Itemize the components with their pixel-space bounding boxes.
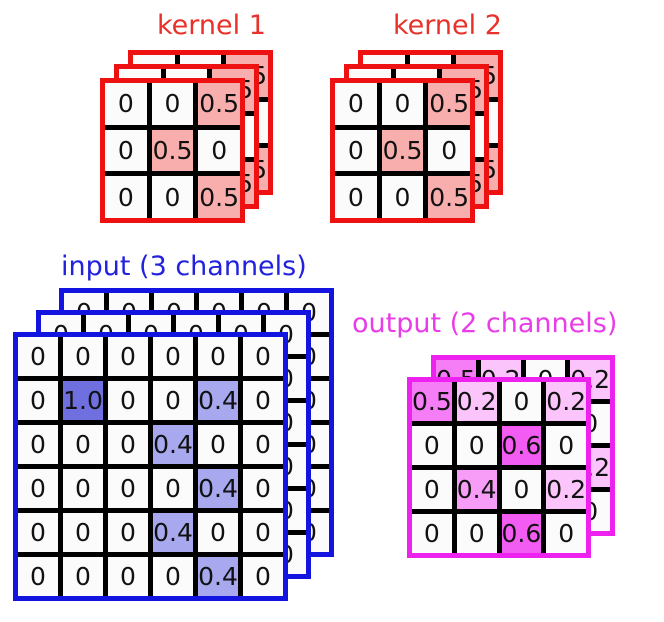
cell: 0.4	[198, 469, 238, 508]
cell: 0.5	[381, 129, 424, 172]
cell: 0	[381, 83, 424, 125]
cell: 0	[412, 470, 452, 509]
cell: 0	[153, 557, 193, 596]
cell: 0	[63, 337, 103, 376]
cell: 0	[243, 557, 283, 596]
cell: 0.6	[501, 514, 542, 553]
cell: 0	[108, 513, 148, 552]
cell: 0.6	[501, 426, 542, 465]
cell: 0	[108, 381, 148, 420]
cell: 0.5	[151, 129, 194, 172]
cell: 0	[18, 469, 58, 508]
kernel-1-title: kernel 1	[157, 10, 266, 41]
cell: 0.5	[198, 83, 240, 125]
cell: 0	[412, 514, 452, 553]
cell: 0.4	[198, 381, 238, 420]
cell: 0	[105, 176, 147, 218]
cell: 1.0	[63, 381, 103, 420]
cell: 0.5	[428, 176, 470, 218]
cell: 0	[428, 129, 470, 172]
cell: 0	[546, 426, 587, 465]
cell: 0	[335, 129, 377, 172]
cell: 0	[105, 129, 147, 172]
cell: 0	[18, 557, 58, 596]
cell: 0	[18, 425, 58, 464]
cell: 0	[243, 469, 283, 508]
cell: 0	[108, 337, 148, 376]
cell: 0.2	[456, 382, 497, 421]
cell: 0.2	[546, 470, 587, 509]
cell: 0.4	[153, 513, 193, 552]
cell: 0	[243, 425, 283, 464]
cell: 0.5	[412, 382, 452, 421]
cell: 0.2	[546, 382, 587, 421]
cell: 0	[412, 426, 452, 465]
cell: 0	[105, 83, 147, 125]
cell: 0	[456, 426, 497, 465]
cell: 0	[18, 513, 58, 552]
cell: 0	[335, 176, 377, 218]
cell: 0	[108, 557, 148, 596]
cell: 0	[151, 83, 194, 125]
output-title: output (2 channels)	[352, 308, 618, 339]
cell: 0.4	[198, 557, 238, 596]
cell: 0	[151, 176, 194, 218]
cell: 0	[63, 469, 103, 508]
cell: 0	[546, 514, 587, 553]
cell: 0	[335, 83, 377, 125]
cell: 0	[198, 129, 240, 172]
cell: 0	[153, 469, 193, 508]
cell: 0	[108, 469, 148, 508]
cell: 0	[63, 557, 103, 596]
cell: 0.4	[456, 470, 497, 509]
cell: 0	[198, 425, 238, 464]
cell: 0	[63, 513, 103, 552]
cell: 0	[198, 513, 238, 552]
cell: 0	[153, 337, 193, 376]
cell: 0	[501, 382, 542, 421]
cell: 0.4	[153, 425, 193, 464]
cell: 0	[456, 514, 497, 553]
cell: 0	[108, 425, 148, 464]
cell: 0	[18, 381, 58, 420]
cell: 0	[153, 381, 193, 420]
cell: 0	[63, 425, 103, 464]
cell: 0	[243, 337, 283, 376]
input-title: input (3 channels)	[61, 251, 307, 282]
cell: 0	[501, 470, 542, 509]
cell: 0	[243, 381, 283, 420]
cell: 0	[381, 176, 424, 218]
cell: 0.5	[198, 176, 240, 218]
cell: 0.5	[428, 83, 470, 125]
cell: 0	[18, 337, 58, 376]
cell: 0	[198, 337, 238, 376]
kernel-2-title: kernel 2	[393, 10, 502, 41]
cell: 0	[243, 513, 283, 552]
